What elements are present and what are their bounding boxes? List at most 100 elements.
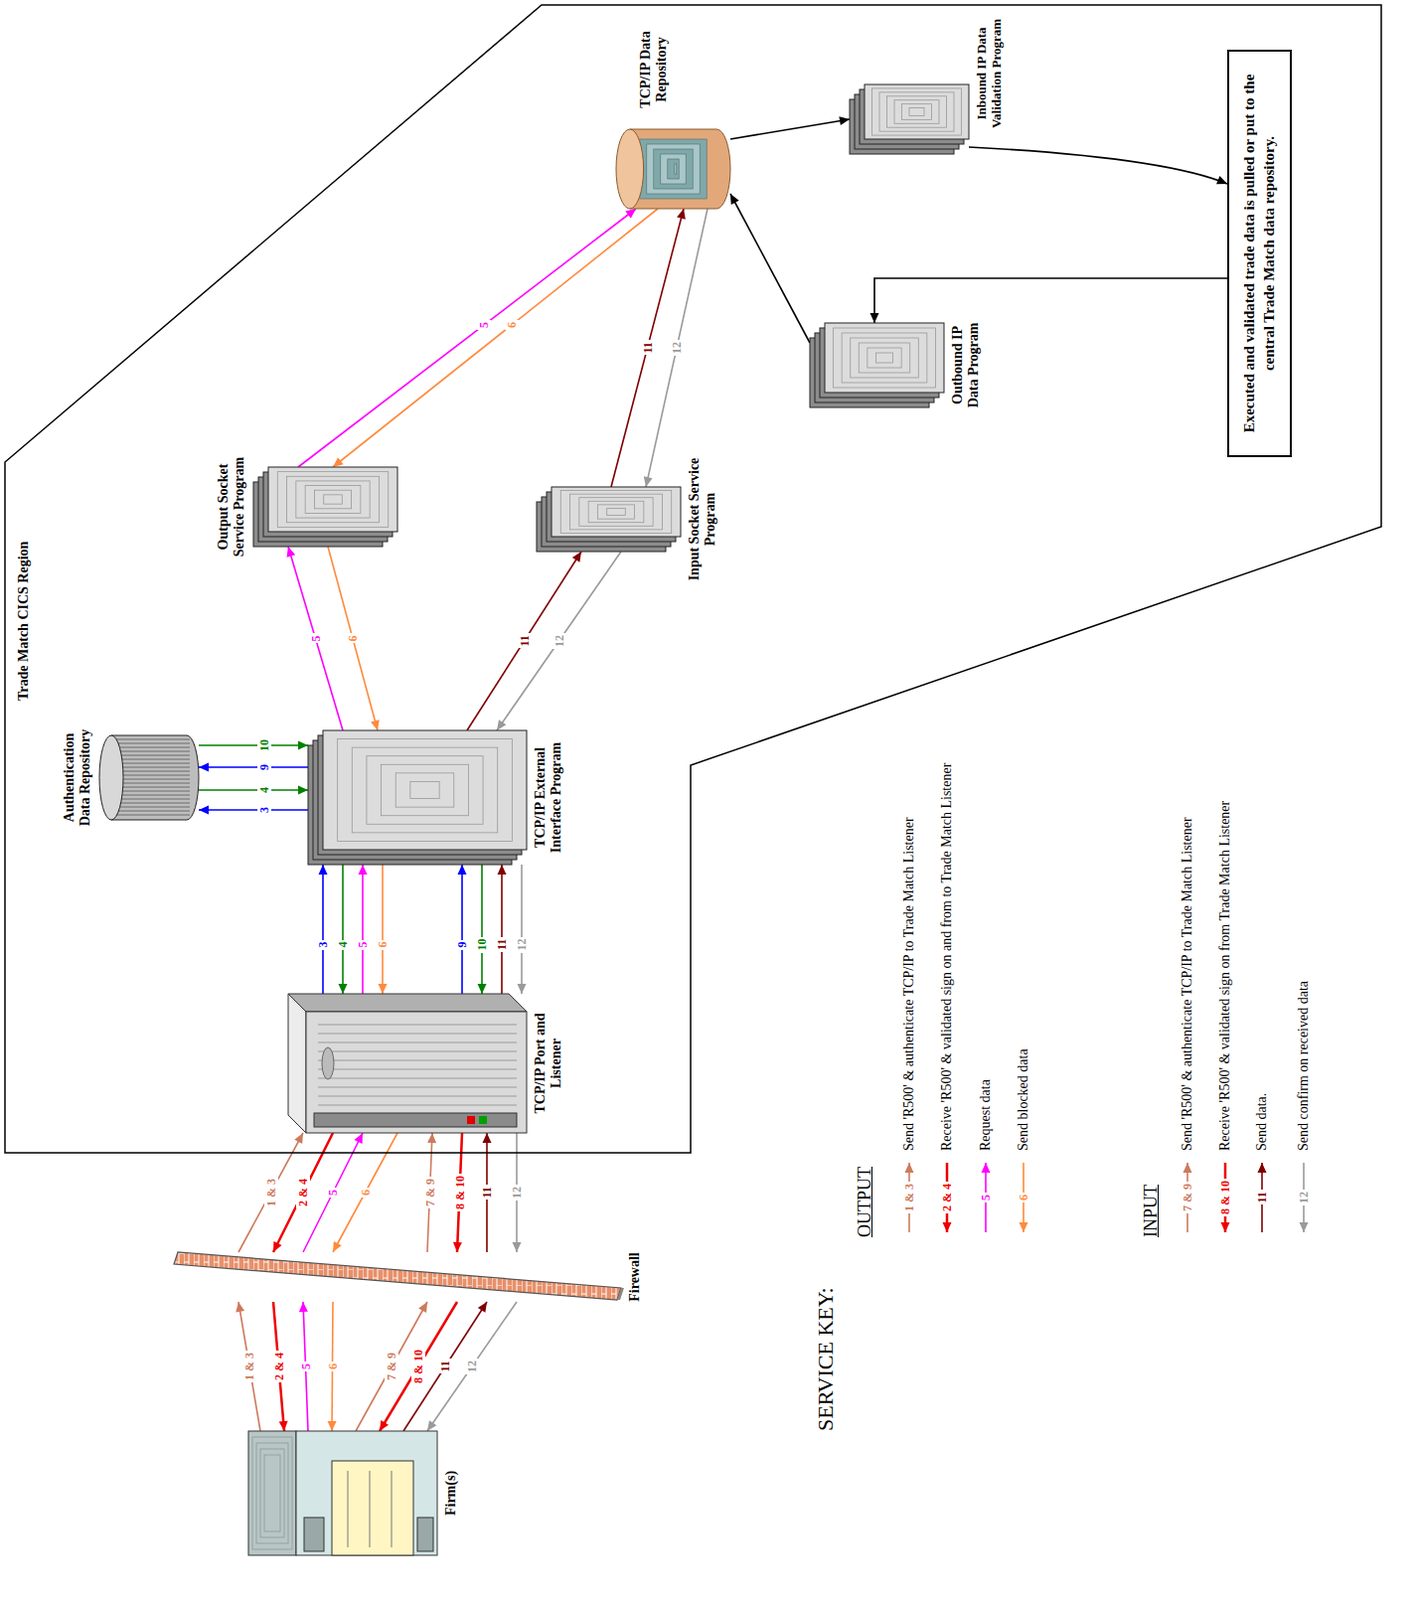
page-texture (909, 108, 925, 117)
legend-number: 12 (1296, 1189, 1311, 1206)
legend-text: Request data (976, 1079, 995, 1151)
page-texture (875, 352, 893, 363)
cylinder-top (616, 129, 644, 209)
edge-label: 5 (299, 1361, 314, 1372)
node-label: Input Socket Service Program (686, 457, 719, 582)
building-block (248, 1430, 297, 1556)
connector-line (730, 119, 850, 140)
connector-line (361, 864, 364, 994)
arrowhead (453, 1242, 463, 1253)
edge-label: 5 (325, 1187, 340, 1198)
edge-label: 12 (514, 937, 529, 953)
connector-line (332, 1132, 398, 1253)
legend-heading: INPUT (1140, 1184, 1162, 1238)
connector-line (198, 808, 309, 811)
building-texture (260, 1448, 285, 1538)
edge-label: 11 (479, 1184, 494, 1200)
connector-line (520, 864, 523, 994)
edge-label: 3 (257, 804, 272, 815)
page-texture (902, 104, 933, 121)
building-line (369, 1470, 371, 1548)
page-texture (887, 96, 947, 128)
arrowhead (287, 546, 297, 558)
connector (611, 208, 686, 487)
page-texture (872, 88, 962, 136)
region-outline (4, 4, 1382, 1153)
firewall-edge (617, 1287, 625, 1300)
arrowhead (625, 208, 636, 219)
edge-label: 11 (438, 1358, 453, 1374)
cylinder-texture (646, 144, 700, 194)
server-slot (317, 1024, 517, 1026)
page-texture (560, 490, 671, 534)
edge-label: 12 (509, 1184, 524, 1201)
legend-text: Send blocked data (1014, 1048, 1033, 1151)
node-label: Firm(s) (443, 1448, 460, 1539)
edge-label: 11 (517, 632, 532, 648)
server-slot (317, 1051, 517, 1053)
note-box: Executed and validated trade data is pul… (1227, 49, 1292, 458)
node-label: Authentication Data Repository (61, 718, 94, 838)
connector-line (467, 551, 582, 731)
program-stack-shape (253, 467, 398, 547)
edge-label: 11 (494, 937, 509, 952)
page-sheet (824, 322, 945, 393)
arrowhead (1258, 1162, 1267, 1173)
arrowhead (517, 983, 527, 994)
arrowhead (273, 1241, 282, 1253)
cylinder-texture (111, 755, 190, 757)
connector (968, 147, 1228, 184)
server-slot (317, 1033, 517, 1035)
connector (327, 546, 380, 731)
edge-label: 6 (504, 319, 519, 330)
arrowhead (1183, 1162, 1193, 1173)
arrowhead (496, 719, 506, 731)
firewall-plank (173, 1252, 622, 1300)
building-window (417, 1517, 434, 1552)
connector-line (381, 864, 384, 994)
program-stack-shape (536, 486, 681, 552)
connector (235, 1301, 261, 1431)
program-stack: Outbound IP Data Program (809, 322, 945, 408)
connector (403, 1301, 487, 1431)
legend-number: 8 & 10 (1218, 1178, 1233, 1217)
building-texture (264, 1454, 281, 1532)
edge-label: 10 (257, 737, 272, 754)
arrowhead (981, 1162, 991, 1173)
arrowhead (279, 1420, 289, 1431)
program-stack: TCP/IP External Interface Program (308, 730, 527, 865)
data-repository: TCP/IP Data Repository (616, 129, 731, 209)
arrowhead (482, 1132, 492, 1143)
legend-number: 1 & 3 (902, 1181, 917, 1214)
page-texture (366, 756, 483, 825)
connector (517, 864, 527, 994)
cylinder-texture (660, 154, 686, 184)
edge-label: 12 (552, 632, 567, 649)
cylinder-texture (111, 743, 190, 745)
cylinder-texture (667, 158, 679, 179)
edge-label: 5 (355, 940, 370, 950)
legend-number: 7 & 9 (1180, 1181, 1195, 1214)
node-label: TCP/IP External Interface Program (532, 730, 565, 865)
arrowhead (870, 313, 880, 323)
page-sheet (268, 467, 398, 532)
legend-text: Receive 'R500' & validated sign on from … (1216, 800, 1235, 1151)
firm-building: Firm(s) (248, 1430, 438, 1556)
connector (870, 278, 1229, 323)
arrowhead (338, 983, 348, 994)
arrowhead (1216, 175, 1228, 184)
edge-label: 12 (669, 339, 684, 356)
connector (287, 546, 343, 731)
legend-number: 2 & 4 (940, 1181, 954, 1214)
arrowhead (379, 1420, 389, 1431)
arrowhead (298, 741, 309, 751)
connector (358, 864, 368, 994)
connector (198, 741, 309, 751)
connector-line (327, 546, 378, 731)
connector (332, 1132, 398, 1253)
page-texture (867, 347, 902, 368)
arrowhead (572, 551, 582, 563)
firm-building-shape (248, 1430, 438, 1556)
arrowhead (477, 1301, 487, 1313)
